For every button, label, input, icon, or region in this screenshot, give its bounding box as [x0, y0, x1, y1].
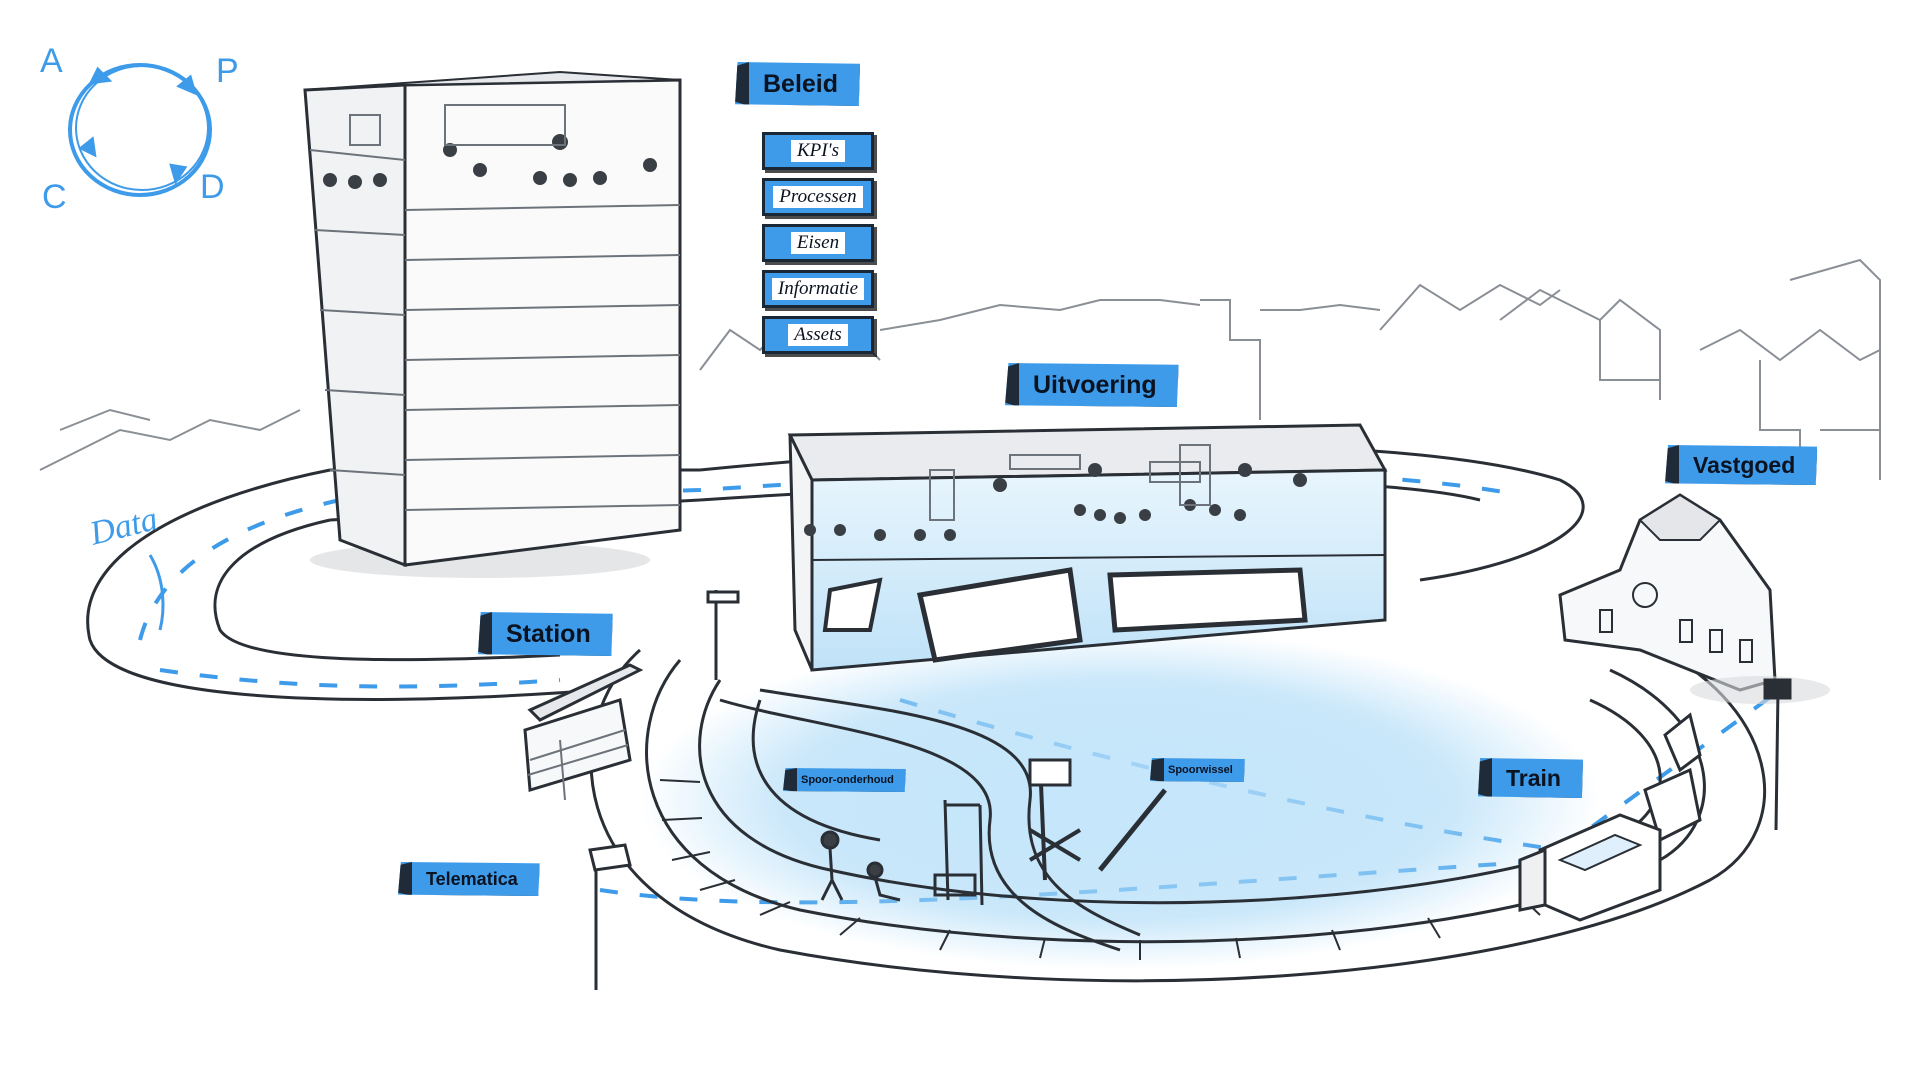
town-skyline	[39, 258, 1881, 480]
train	[1518, 712, 1702, 922]
beleid-item-eisen: Eisen	[762, 224, 874, 262]
label-spoor-onderhoud: Spoor-onderhoud	[783, 768, 906, 792]
beleid-item-assets: Assets	[762, 316, 874, 354]
uitvoering-building	[787, 423, 1388, 672]
maintenance-workers	[820, 799, 984, 906]
rail-glow	[640, 630, 1600, 970]
label-train: Train	[1478, 758, 1583, 798]
track-switch	[1028, 758, 1082, 881]
vastgoed-building	[1558, 493, 1830, 704]
pdca-letter-d: D	[200, 168, 225, 206]
label-uitvoering: Uitvoering	[1005, 363, 1179, 407]
label-station: Station	[478, 612, 613, 656]
label-spoorwissel: Spoorwissel	[1150, 758, 1245, 782]
spoorwissel-pointer	[1098, 788, 1167, 872]
station-building	[523, 663, 644, 801]
label-vastgoed: Vastgoed	[1665, 445, 1818, 485]
label-beleid: Beleid	[735, 62, 861, 106]
office-tower	[303, 70, 682, 568]
pdca-letter-a: A	[40, 42, 63, 80]
beleid-item-kpis: KPI's	[762, 132, 874, 170]
data-arrow	[148, 554, 165, 631]
pdca-letter-c: C	[42, 178, 67, 216]
pdca-cycle	[68, 63, 212, 197]
beleid-item-informatie: Informatie	[762, 270, 874, 308]
beleid-item-processen: Processen	[762, 178, 874, 216]
telematica-camera	[588, 590, 1792, 990]
pdca-letter-p: P	[216, 52, 239, 90]
label-telematica: Telematica	[398, 862, 540, 896]
